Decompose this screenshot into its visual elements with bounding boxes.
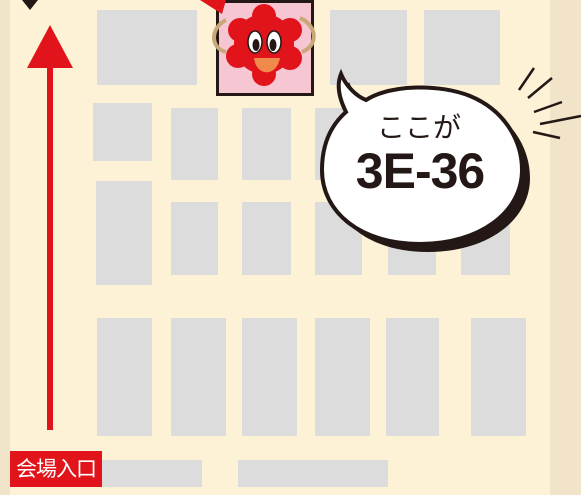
booth-block [242,108,291,180]
booth-block [97,10,197,85]
booth-code: 3E-36 [355,143,485,199]
booth-block [93,103,152,161]
entrance-label: 会場入口 [10,451,102,487]
booth-block [97,318,152,436]
booth-block [171,202,218,275]
callout-text: ここが [376,111,461,144]
booth-block [315,318,370,436]
booth-block [330,10,407,85]
booth-block [238,460,388,487]
booth-block [471,318,526,436]
booth-block [424,10,500,85]
booth-block [96,181,152,285]
booth-block [386,318,439,436]
booth-block [171,318,226,436]
booth-block [171,108,218,180]
booth-block [102,460,202,487]
booth-block [242,318,297,436]
booth-block [242,202,291,275]
